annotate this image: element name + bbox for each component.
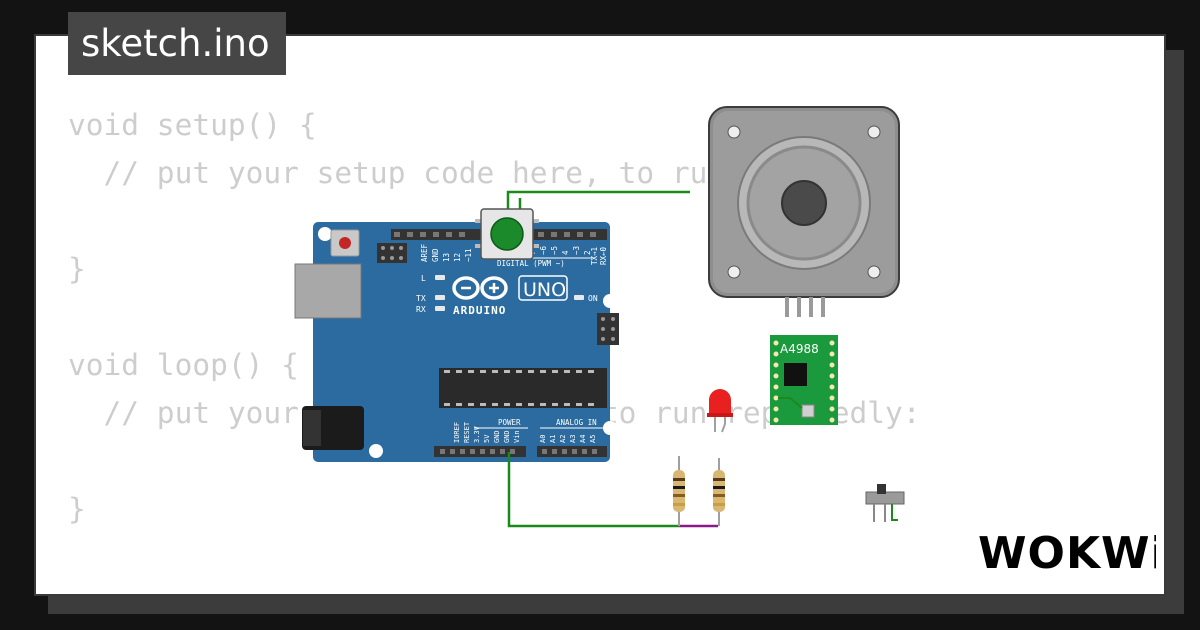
wokwi-logo-icon: WOKWi <box>978 528 1166 579</box>
pin-label: Vin <box>513 430 521 443</box>
pin-label: A0 <box>539 435 547 443</box>
pin-label: 13 <box>442 253 451 262</box>
pin-label: RESET <box>463 421 471 443</box>
code-line: void loop() { <box>68 348 299 382</box>
pin-label: RX←0 <box>599 246 608 265</box>
pin-label: A5 <box>589 435 597 443</box>
pin-label: A4 <box>579 435 587 443</box>
pin-label: GND <box>431 248 440 262</box>
pin-label: A1 <box>549 435 557 443</box>
wokwi-logo-text: WOKWi <box>978 528 1156 578</box>
code-line: } <box>68 252 86 286</box>
resistor[interactable] <box>673 456 685 526</box>
pin-label: ~3 <box>572 246 581 255</box>
pin-label: IOREF <box>453 422 461 443</box>
code-line: void setup() { <box>68 108 317 142</box>
file-tab[interactable]: sketch.ino <box>68 12 286 75</box>
pin-label: GND <box>493 430 501 443</box>
analog-header-label: ANALOG IN <box>556 418 597 427</box>
board-model: UNO <box>523 279 566 301</box>
arduino-logo-icon <box>452 276 508 300</box>
resistor[interactable] <box>713 458 725 526</box>
digital-header-label: DIGITAL (PWM ~) <box>497 259 565 268</box>
code-line: } <box>68 492 86 526</box>
pin-label: ~6 <box>539 245 548 255</box>
slide-switch[interactable] <box>865 484 905 522</box>
led-l-label: L <box>421 274 426 283</box>
driver-label: A4988 <box>780 342 819 356</box>
pin-label: ~11 <box>464 248 473 262</box>
stepper-motor[interactable] <box>708 106 900 317</box>
a4988-driver[interactable]: A4988 <box>770 335 838 425</box>
pin-label: TX→1 <box>590 247 599 265</box>
led-on-label: ON <box>588 294 598 303</box>
arduino-uno[interactable]: AREF GND 13 12 ~11 7 ~6 ~5 4 ~3 2 TX→1 R… <box>294 222 619 462</box>
led-rx-label: RX <box>416 305 426 314</box>
wokwi-logo: WOKWi <box>976 522 1166 583</box>
file-tab-label: sketch.ino <box>81 22 270 65</box>
pin-label: GND <box>503 430 511 443</box>
pin-label: 5V <box>483 434 491 443</box>
pin-label: 4 <box>561 250 570 255</box>
red-led[interactable] <box>707 389 733 433</box>
pin-label: 12 <box>453 253 462 262</box>
led-tx-label: TX <box>416 294 426 303</box>
pin-label: 3.3V <box>473 425 481 443</box>
pin-label: A2 <box>559 435 567 443</box>
pin-label: ~5 <box>550 246 559 255</box>
push-button[interactable] <box>475 208 539 260</box>
board-brand: ARDUINO <box>453 304 506 317</box>
pin-label: AREF <box>420 243 429 262</box>
pin-label: A3 <box>569 435 577 443</box>
pin-label: 2 <box>583 250 592 255</box>
power-header-label: POWER <box>498 418 521 427</box>
